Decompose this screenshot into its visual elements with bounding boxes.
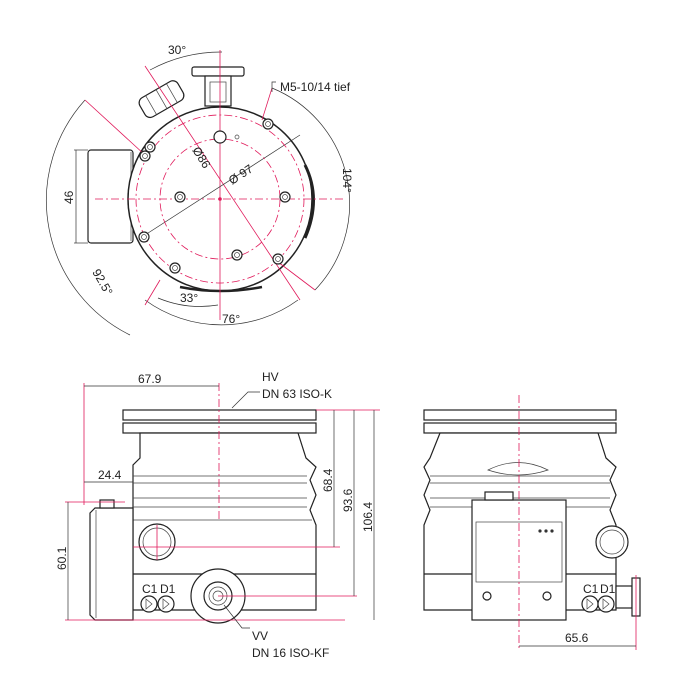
dim-arc-76: [144, 299, 299, 326]
thread-callout: M5-10/14 tief: [280, 80, 351, 94]
vent-flange-neck: [204, 75, 232, 107]
dim-height-68-4: 68.4: [321, 468, 335, 492]
pump-body: [132, 432, 317, 611]
dim-angle-33: 33°: [180, 291, 198, 305]
dim-height-60-1: 60.1: [55, 546, 69, 570]
dim-height-46: 46: [62, 190, 76, 204]
vent-flange: [191, 66, 245, 77]
dim-offset-24-4: 24.4: [98, 468, 122, 482]
bolt-circle-97: [135, 114, 305, 284]
dim-height-93-6: 93.6: [341, 488, 355, 512]
front-view: C1 D1 65.6: [423, 395, 641, 650]
vv-label: VV: [252, 629, 268, 643]
label-c1-front: C1: [583, 582, 599, 596]
dim-angle-92-5: 92.5°: [89, 267, 115, 299]
dim-width-67-9: 67.9: [138, 372, 162, 386]
dim-height-106-4: 106.4: [361, 502, 375, 532]
vent-knob-front: [595, 525, 629, 559]
port-c1-front: [581, 595, 599, 613]
electronics-housing: [89, 507, 134, 621]
vent-knob: [138, 80, 185, 119]
label-c1: C1: [142, 582, 158, 596]
dim-arc-92-5: [46, 99, 131, 336]
hv-flange-spec: DN 63 ISO-K: [262, 387, 332, 401]
side-view: C1 D1 67.9 HV DN 63 ISO-K 24.4 68.4 93.6…: [55, 370, 380, 660]
dim-angle-76: 76°: [222, 312, 240, 326]
body-flat-right: [303, 164, 315, 239]
port-d1-front: [597, 595, 615, 613]
connector-housing: [87, 149, 134, 244]
port-d1: [157, 595, 175, 613]
dim-arc-30: [149, 51, 223, 71]
top-view: 30° M5-10/14 tief Ø86 Ø 97 104° 46 92.5°…: [46, 43, 354, 336]
dim-arc-104: [271, 87, 350, 291]
label-d1-front: D1: [600, 582, 616, 596]
label-d1: D1: [160, 582, 176, 596]
thread-leader: [271, 81, 276, 92]
dim-angle-30: 30°: [168, 43, 186, 57]
vv-flange-spec: DN 16 ISO-KF: [252, 646, 329, 660]
mounting-holes: [138, 118, 291, 274]
hv-flange: [122, 409, 317, 421]
port-c1: [140, 595, 158, 613]
dim-arc-33: [157, 297, 219, 307]
hv-flange-front: [423, 409, 617, 421]
connector-pin: [99, 499, 115, 509]
hv-label: HV: [262, 370, 279, 384]
dim-width-65-6: 65.6: [565, 631, 589, 645]
dim-angle-104: 104°: [340, 168, 354, 193]
